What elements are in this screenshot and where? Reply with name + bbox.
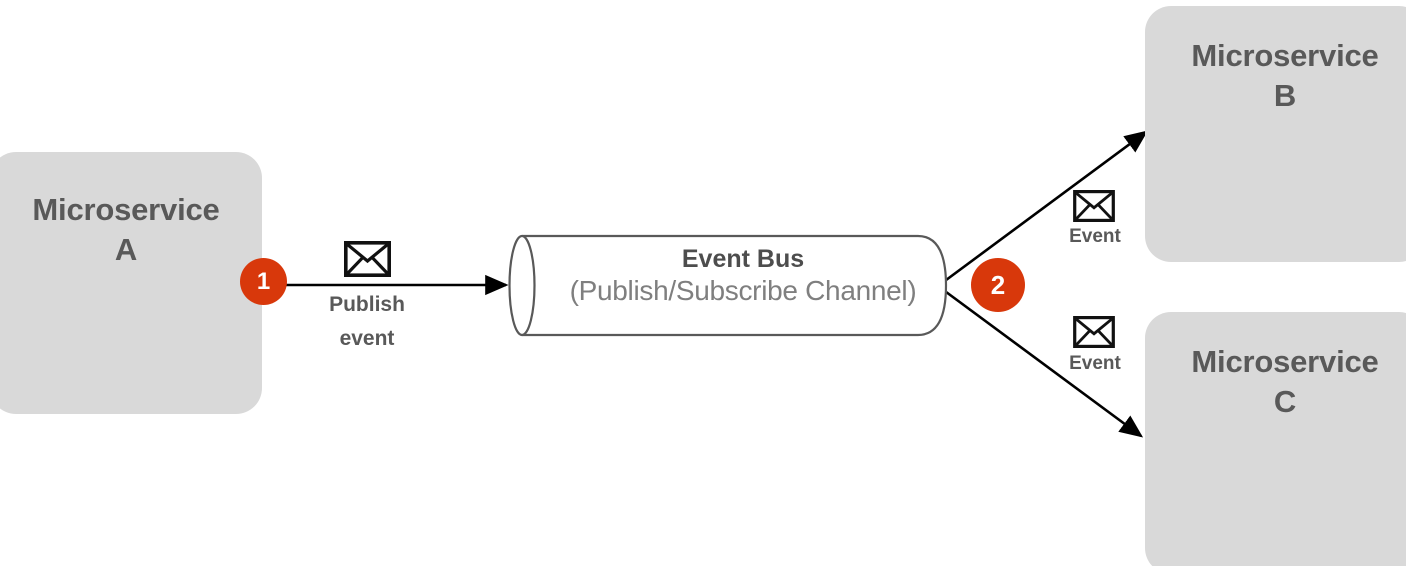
cylinder-shape [508,234,948,337]
step-badge-1[interactable]: 1 [240,258,287,305]
step-badge-2[interactable]: 2 [971,258,1025,312]
envelope-icon [344,241,391,277]
microservice-b-box[interactable]: Microservice B [1145,6,1406,262]
microservice-c-box[interactable]: Microservice C [1145,312,1406,566]
envelope-icon [1073,316,1115,348]
microservice-a-label: Microservice A [32,192,220,267]
event-bus-subtitle: (Publish/Subscribe Channel) [569,275,917,306]
event-label-to-b: Event [1069,226,1121,247]
microservice-c-label: Microservice C [1191,344,1379,419]
envelope-icon [1073,190,1115,222]
event-bus-title: Event Bus [681,245,805,273]
event-bus-cylinder[interactable]: Event Bus (Publish/Subscribe Channel) [508,234,948,337]
event-label-to-c: Event [1069,353,1121,374]
publish-event-label: Publish event [329,293,405,350]
microservice-b-label: Microservice B [1191,38,1379,113]
microservice-a-box[interactable]: Microservice A [0,152,262,414]
